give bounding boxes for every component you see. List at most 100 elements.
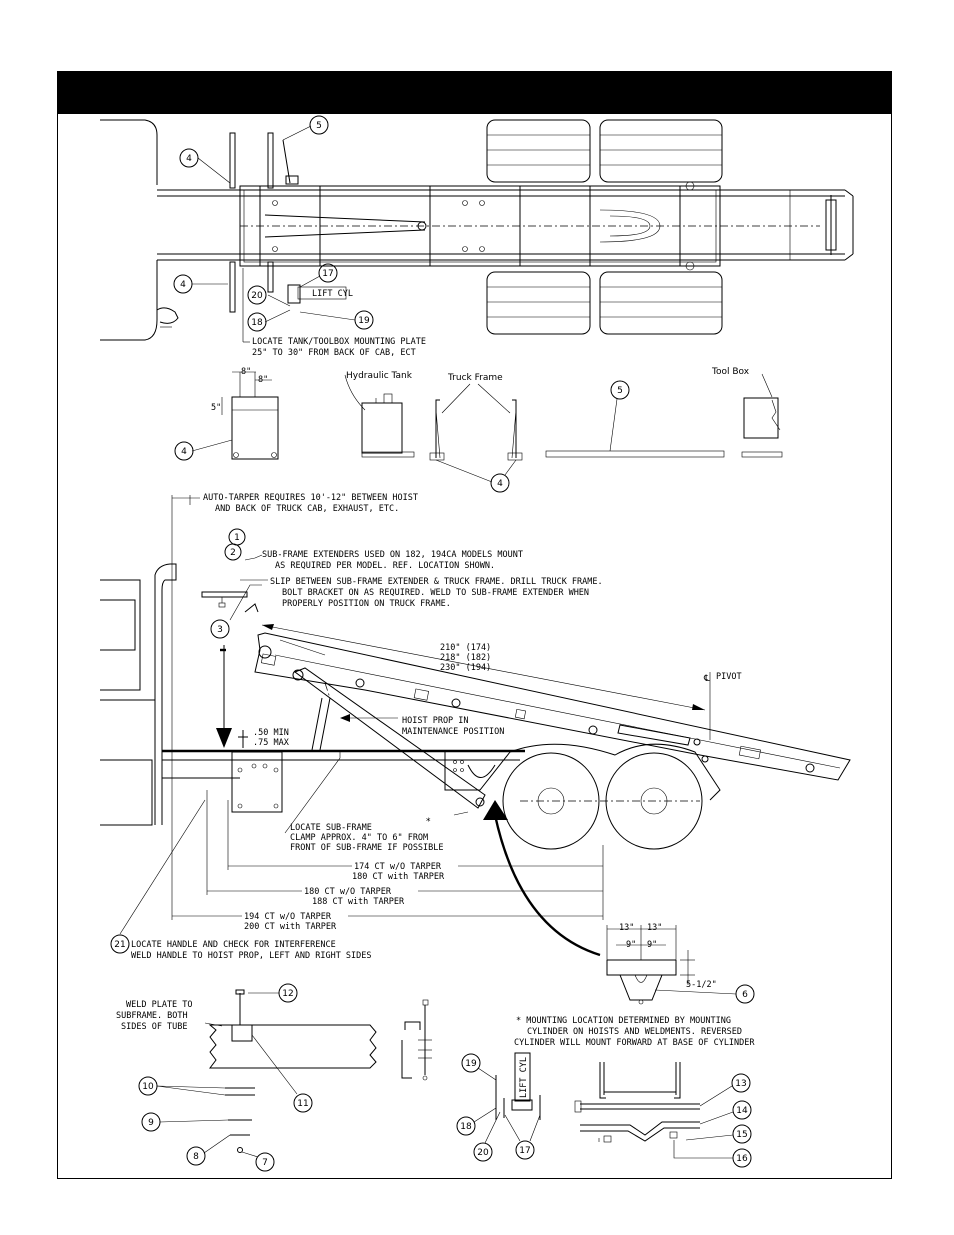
locate-subframe-1: LOCATE SUB-FRAME <box>290 823 372 833</box>
callout-label: 17 <box>519 1146 530 1156</box>
callout-label: 13 <box>735 1079 746 1089</box>
callout-19-a: 19 <box>354 310 374 330</box>
mount-note-1: * MOUNTING LOCATION DETERMINED BY MOUNTI… <box>516 1016 731 1026</box>
callout-label: 15 <box>736 1130 747 1140</box>
callout-17-b: 17 <box>515 1140 535 1160</box>
hoist-prop-note-1: HOIST PROP IN <box>402 716 469 726</box>
dim-9-b: 9" <box>647 940 657 950</box>
len-194: 230" (194) <box>440 663 491 673</box>
callout-8: 8 <box>186 1146 206 1166</box>
ct194-1: 194 CT w/O TARPER <box>244 912 332 922</box>
header-bar <box>57 71 892 114</box>
callout-label: 5 <box>316 121 322 131</box>
callout-9: 9 <box>141 1112 161 1132</box>
callout-label: 10 <box>142 1082 154 1092</box>
ct174-1: 174 CT w/O TARPER <box>354 862 442 872</box>
len-182: 218" (182) <box>440 653 491 663</box>
handle-note-1: LOCATE HANDLE AND CHECK FOR INTERFERENCE <box>131 940 336 950</box>
pivot-label: PIVOT <box>716 672 742 682</box>
dim-13-b: 13" <box>647 923 662 933</box>
callout-label: 19 <box>465 1059 477 1069</box>
callout-label: 21 <box>114 940 125 950</box>
slip-note-2: BOLT BRACKET ON AS REQUIRED. WELD TO SUB… <box>282 588 589 598</box>
auto-tarper-note-1: AUTO-TARPER REQUIRES 10'-12" BETWEEN HOI… <box>203 493 418 503</box>
handle-note-2: WELD HANDLE TO HOIST PROP, LEFT AND RIGH… <box>131 951 372 961</box>
callout-11: 11 <box>293 1093 313 1113</box>
callout-label: 19 <box>358 316 370 326</box>
callout-20-b: 20 <box>473 1142 493 1162</box>
ct194-2: 200 CT with TARPER <box>244 922 337 932</box>
subframe-ext-note-1: SUB-FRAME EXTENDERS USED ON 182, 194CA M… <box>262 550 523 560</box>
callout-label: 4 <box>497 479 503 489</box>
callout-3: 3 <box>210 619 230 639</box>
callout-21: 21 <box>110 934 130 954</box>
bracket-detail: 13" 13" 9" 9" 5-1/2" <box>606 923 737 1005</box>
dim-9-a: 9" <box>626 940 636 950</box>
callout-16: 16 <box>732 1148 752 1168</box>
tank-plate-note-2: 25" TO 30" FROM BACK OF CAB, ECT <box>252 348 416 358</box>
lift-cyl-label-vertical: LIFT CYL <box>519 1057 529 1098</box>
callout-label: 20 <box>251 291 263 301</box>
dim-8-a: 8" <box>241 367 251 377</box>
truck-frame-label: Truck Frame <box>447 373 503 383</box>
callout-label: 9 <box>148 1118 154 1128</box>
mount-note-3: CYLINDER WILL MOUNT FORWARD AT BASE OF C… <box>514 1038 755 1048</box>
parts-row: 8" 8" 5" Hydraulic Tank Truck Frame Tool… <box>191 367 783 483</box>
len-174: 210" (174) <box>440 643 491 653</box>
callout-18-a: 18 <box>247 312 267 332</box>
slip-note-3: PROPERLY POSITION ON TRUCK FRAME. <box>282 599 451 609</box>
hydraulic-tank-label: Hydraulic Tank <box>346 371 413 381</box>
callout-label: 4 <box>181 447 187 457</box>
callout-13: 13 <box>731 1073 751 1093</box>
callout-19-b: 19 <box>461 1053 481 1073</box>
dim-5: 5" <box>211 403 221 413</box>
tool-box-label: Tool Box <box>711 367 750 377</box>
locate-subframe-2: CLAMP APPROX. 4" TO 6" FROM <box>290 833 428 843</box>
callout-label: 8 <box>193 1152 199 1162</box>
callout-4-b: 4 <box>173 274 193 294</box>
cylinder-mount-detail: * MOUNTING LOCATION DETERMINED BY MOUNTI… <box>473 1016 755 1159</box>
ct174-2: 180 CT with TARPER <box>352 872 445 882</box>
callout-7: 7 <box>255 1152 275 1172</box>
pivot-symbol: ℄ <box>703 674 710 684</box>
callout-label: 11 <box>297 1099 308 1109</box>
callout-label: 4 <box>186 154 192 164</box>
callout-17-a: 17 <box>318 263 338 283</box>
callout-label: 18 <box>251 318 263 328</box>
callout-label: 14 <box>736 1106 748 1116</box>
callout-label: 16 <box>736 1154 748 1164</box>
callout-label: 6 <box>742 990 748 1000</box>
callout-5-b: 5 <box>610 380 630 400</box>
callout-label: 12 <box>282 989 293 999</box>
callout-5-a: 5 <box>309 115 329 135</box>
callout-label: 18 <box>460 1122 472 1132</box>
max-label: .75 MAX <box>253 738 290 748</box>
callout-20-a: 20 <box>247 285 267 305</box>
dim-13-a: 13" <box>619 923 634 933</box>
side-elevation-view: 210" (174) 218" (182) 230" (194) ℄ PIVOT… <box>100 493 851 961</box>
tank-plate-note-1: LOCATE TANK/TOOLBOX MOUNTING PLATE <box>252 337 426 347</box>
callout-label: 20 <box>477 1148 489 1158</box>
callout-label: 4 <box>180 280 186 290</box>
callout-12: 12 <box>278 983 298 1003</box>
subframe-ext-note-2: AS REQUIRED PER MODEL. REF. LOCATION SHO… <box>275 561 495 571</box>
callout-label: 5 <box>617 386 623 396</box>
locate-subframe-3: FRONT OF SUB-FRAME IF POSSIBLE <box>290 843 444 853</box>
slip-note-1: SLIP BETWEEN SUB-FRAME EXTENDER & TRUCK … <box>270 577 603 587</box>
callouts: 4 5 4 17 20 18 19 4 5 4 1 2 3 21 6 12 11… <box>110 115 755 1172</box>
callout-label: 3 <box>217 625 223 635</box>
dim-5-1-2: 5-1/2" <box>686 980 717 990</box>
callout-18-b: 18 <box>456 1116 476 1136</box>
handle-weld-detail: WELD PLATE TO SUBFRAME. BOTH SIDES OF TU… <box>116 989 432 1158</box>
callout-6: 6 <box>735 984 755 1004</box>
auto-tarper-note-2: AND BACK OF TRUCK CAB, EXHAUST, ETC. <box>215 504 399 514</box>
callout-label: 1 <box>234 533 240 543</box>
callout-15: 15 <box>732 1124 752 1144</box>
callout-14: 14 <box>732 1100 752 1120</box>
weld-note-3: SIDES OF TUBE <box>121 1022 188 1032</box>
dim-8-b: 8" <box>258 375 268 385</box>
asterisk-marker: * <box>426 817 431 827</box>
ct180-2: 188 CT with TARPER <box>312 897 405 907</box>
callout-4-a: 4 <box>179 148 199 168</box>
